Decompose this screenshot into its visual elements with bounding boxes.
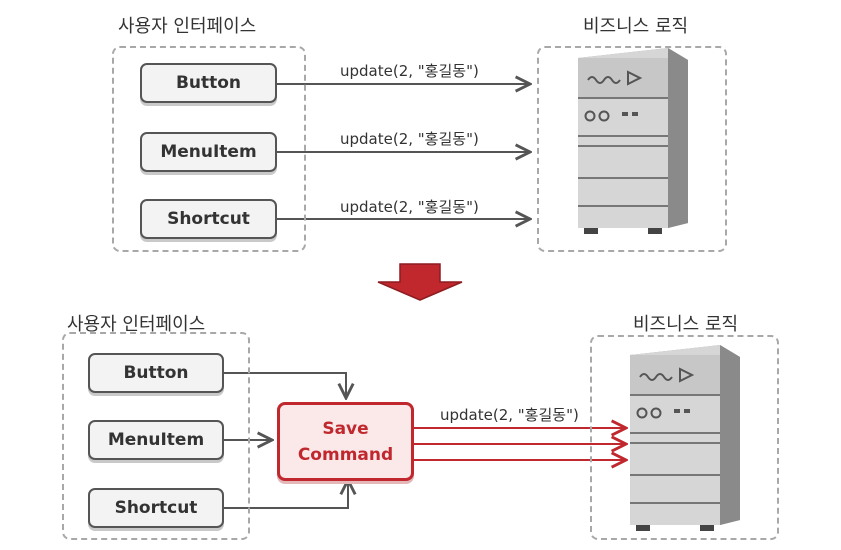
transition-arrow-icon — [377, 263, 463, 301]
bottom-logic-title: 비즈니스 로직 — [633, 314, 739, 335]
bottom-arrow-shortcut — [224, 480, 348, 509]
bottom-arrow-button — [224, 372, 346, 398]
bottom-menuitem-button[interactable]: MenuItem — [88, 420, 224, 460]
top-ui-box — [112, 46, 306, 252]
command-line-1: Save — [322, 418, 369, 439]
bottom-ui-title: 사용자 인터페이스 — [67, 314, 206, 335]
top-shortcut-button[interactable]: Shortcut — [140, 199, 277, 239]
top-menuitem-button[interactable]: MenuItem — [140, 132, 277, 172]
bottom-button[interactable]: Button — [88, 353, 224, 393]
bottom-logic-box — [590, 335, 779, 540]
top-message-3: update(2, "홍길동") — [340, 198, 479, 216]
top-ui-title: 사용자 인터페이스 — [118, 16, 257, 37]
top-button[interactable]: Button — [140, 63, 277, 103]
bottom-shortcut-button[interactable]: Shortcut — [88, 488, 224, 528]
top-logic-box — [537, 46, 727, 252]
bottom-ui-box — [62, 332, 250, 540]
top-message-1: update(2, "홍길동") — [340, 62, 479, 80]
top-logic-title: 비즈니스 로직 — [583, 16, 689, 37]
bottom-message: update(2, "홍길동") — [440, 406, 579, 424]
command-line-2: Command — [297, 444, 394, 465]
save-command-box[interactable]: Save Command — [277, 402, 414, 481]
top-message-2: update(2, "홍길동") — [340, 130, 479, 148]
